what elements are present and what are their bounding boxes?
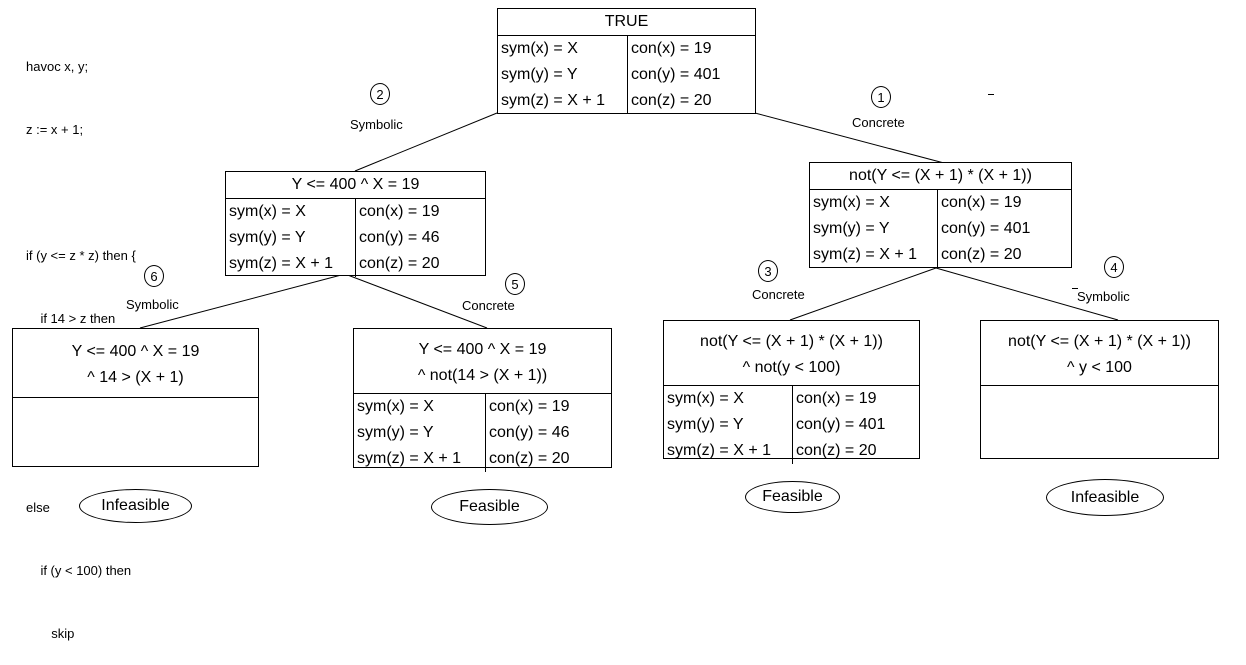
node-right-left: not(Y <= (X + 1) * (X + 1)) ^ not(y < 10… xyxy=(663,320,920,464)
node-left-left: Y <= 400 ^ X = 19 ^ 14 > (X + 1) xyxy=(12,328,259,467)
edge-label-4: Symbolic xyxy=(1077,289,1130,304)
edge-right-rl xyxy=(789,267,937,321)
sym-column: sym(x) = X sym(y) = Y sym(z) = X + 1 xyxy=(664,386,792,464)
sym-cell: sym(x) = X xyxy=(357,398,434,415)
sym-cell: sym(z) = X + 1 xyxy=(229,255,334,272)
condition-line: ^ not(14 > (X + 1)) xyxy=(417,367,548,384)
edge-label-3: Concrete xyxy=(752,287,805,302)
node-condition: Y <= 400 ^ X = 19 ^ not(14 > (X + 1)) xyxy=(354,329,611,394)
code-line: z := x + 1; xyxy=(26,122,84,137)
condition-line: TRUE xyxy=(604,13,649,30)
edge-number-1: 1 xyxy=(871,86,891,108)
sym-cell: sym(z) = X + 1 xyxy=(501,92,606,109)
con-cell: con(y) = 46 xyxy=(489,424,570,441)
con-column: con(x) = 19 con(y) = 401 con(z) = 20 xyxy=(937,190,1071,268)
con-cell: con(y) = 401 xyxy=(631,66,721,83)
con-cell: con(x) = 19 xyxy=(631,40,712,57)
verdict-left-left: Infeasible xyxy=(79,489,192,523)
sym-cell: sym(z) = X + 1 xyxy=(813,246,918,263)
sym-cell: sym(z) = X + 1 xyxy=(667,442,772,459)
node-condition: not(Y <= (X + 1) * (X + 1)) ^ not(y < 10… xyxy=(664,321,919,386)
con-cell: con(z) = 20 xyxy=(631,92,712,109)
verdict-left-right: Feasible xyxy=(431,489,548,525)
edge-number-6: 6 xyxy=(144,265,164,287)
node-right-right: not(Y <= (X + 1) * (X + 1)) ^ y < 100 xyxy=(980,320,1219,459)
con-column: con(x) = 19 con(y) = 401 con(z) = 20 xyxy=(792,386,919,464)
edge-root-left xyxy=(354,112,498,172)
condition-line: Y <= 400 ^ X = 19 xyxy=(71,343,200,360)
verdict-right-left: Feasible xyxy=(745,481,840,513)
condition-line: Y <= 400 ^ X = 19 xyxy=(418,341,547,358)
condition-line: not(Y <= (X + 1) * (X + 1)) xyxy=(700,333,883,350)
edge-number-3: 3 xyxy=(758,260,778,282)
sym-cell: sym(y) = Y xyxy=(357,424,434,441)
condition-line: not(Y <= (X + 1) * (X + 1)) xyxy=(1008,333,1191,350)
condition-line: Y <= 400 ^ X = 19 xyxy=(291,176,420,193)
verdict-right-right: Infeasible xyxy=(1046,479,1164,516)
node-condition: Y <= 400 ^ X = 19 xyxy=(226,172,485,199)
edge-label-5: Concrete xyxy=(462,298,515,313)
con-cell: con(x) = 19 xyxy=(489,398,570,415)
condition-line: ^ y < 100 xyxy=(1067,359,1132,376)
code-line: havoc x, y; xyxy=(26,59,89,74)
node-condition: not(Y <= (X + 1) * (X + 1)) ^ y < 100 xyxy=(981,321,1218,386)
sym-cell: sym(x) = X xyxy=(667,390,744,407)
sym-column: sym(x) = X sym(y) = Y sym(z) = X + 1 xyxy=(226,199,355,277)
code-line xyxy=(26,182,136,203)
condition-line: ^ 14 > (X + 1) xyxy=(87,369,184,386)
edge-label-6: Symbolic xyxy=(126,297,179,312)
edge-left-ll xyxy=(139,273,346,329)
sym-cell: sym(x) = X xyxy=(813,194,890,211)
sym-column: sym(x) = X sym(y) = Y sym(z) = X + 1 xyxy=(354,394,485,472)
edge-number-2: 2 xyxy=(370,83,390,105)
edge-right-rr xyxy=(935,267,1119,321)
node-right: not(Y <= (X + 1) * (X + 1)) sym(x) = X s… xyxy=(809,162,1072,268)
stray-mark xyxy=(1072,288,1078,289)
code-line: if 14 > z then xyxy=(26,311,116,326)
con-cell: con(z) = 20 xyxy=(796,442,877,459)
con-cell: con(z) = 20 xyxy=(359,255,440,272)
con-column: con(x) = 19 con(y) = 401 con(z) = 20 xyxy=(627,36,755,114)
sym-column: sym(x) = X sym(y) = Y sym(z) = X + 1 xyxy=(810,190,937,268)
con-cell: con(z) = 20 xyxy=(941,246,1022,263)
sym-cell: sym(x) = X xyxy=(501,40,578,57)
sym-cell: sym(y) = Y xyxy=(501,66,578,83)
node-condition: TRUE xyxy=(498,9,755,36)
con-cell: con(z) = 20 xyxy=(489,450,570,467)
condition-line: ^ not(y < 100) xyxy=(742,359,841,376)
con-cell: con(y) = 401 xyxy=(796,416,886,433)
node-left-right: Y <= 400 ^ X = 19 ^ not(14 > (X + 1)) sy… xyxy=(353,328,612,472)
edge-label-2: Symbolic xyxy=(350,117,403,132)
code-line: skip xyxy=(26,626,75,641)
sym-cell: sym(x) = X xyxy=(229,203,306,220)
con-cell: con(y) = 401 xyxy=(941,220,1031,237)
sym-cell: sym(z) = X + 1 xyxy=(357,450,462,467)
edge-number-5: 5 xyxy=(505,273,525,295)
con-cell: con(x) = 19 xyxy=(941,194,1022,211)
node-left: Y <= 400 ^ X = 19 sym(x) = X sym(y) = Y … xyxy=(225,171,486,277)
stray-mark xyxy=(988,94,994,95)
edge-label-1: Concrete xyxy=(852,115,905,130)
con-column: con(x) = 19 con(y) = 46 con(z) = 20 xyxy=(355,199,485,277)
node-condition: not(Y <= (X + 1) * (X + 1)) xyxy=(810,163,1071,190)
node-root: TRUE sym(x) = X sym(y) = Y sym(z) = X + … xyxy=(497,8,756,114)
con-column: con(x) = 19 con(y) = 46 con(z) = 20 xyxy=(485,394,611,472)
condition-line: not(Y <= (X + 1) * (X + 1)) xyxy=(849,167,1032,184)
node-condition: Y <= 400 ^ X = 19 ^ 14 > (X + 1) xyxy=(13,329,258,398)
code-line: if (y <= z * z) then { xyxy=(26,248,136,263)
sym-cell: sym(y) = Y xyxy=(667,416,744,433)
sym-cell: sym(y) = Y xyxy=(813,220,890,237)
tree-edges xyxy=(139,112,1119,329)
code-line: else xyxy=(26,500,50,515)
edge-number-4: 4 xyxy=(1104,256,1124,278)
con-cell: con(x) = 19 xyxy=(359,203,440,220)
edge-root-right xyxy=(754,112,945,164)
code-line: if (y < 100) then xyxy=(26,563,132,578)
con-cell: con(y) = 46 xyxy=(359,229,440,246)
sym-cell: sym(y) = Y xyxy=(229,229,306,246)
sym-column: sym(x) = X sym(y) = Y sym(z) = X + 1 xyxy=(498,36,627,114)
con-cell: con(x) = 19 xyxy=(796,390,877,407)
edge-left-lr xyxy=(344,273,488,329)
